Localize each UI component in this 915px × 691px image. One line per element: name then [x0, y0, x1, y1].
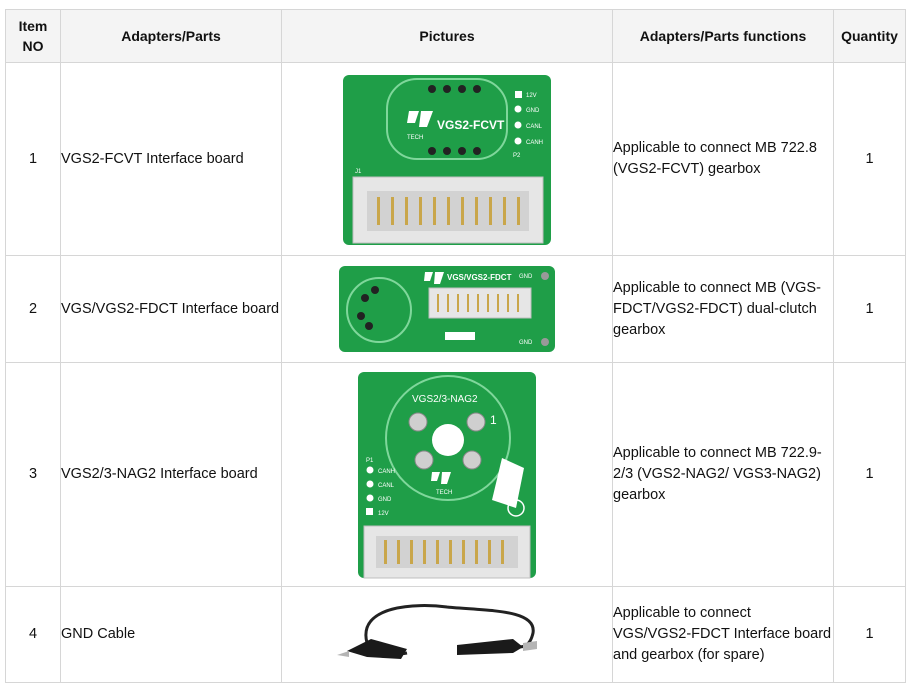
- part-function: Applicable to connect MB (VGS-FDCT/VGS2-…: [612, 255, 834, 363]
- table-row: 3 VGS2/3-NAG2 Interface board VGS2/3-NAG…: [5, 362, 906, 587]
- item-no: 1: [5, 62, 61, 256]
- item-no: 4: [5, 586, 61, 683]
- part-name: VGS2/3-NAG2 Interface board: [60, 362, 282, 587]
- pin-label: CANL: [378, 483, 395, 489]
- part-picture: VGS/VGS2-FDCT GND GND: [281, 255, 613, 363]
- gnd-cable-image: [337, 603, 537, 659]
- vgs2-3-nag2-board-image: VGS2/3-NAG2 1 TECH P1 CANH CANL: [358, 371, 536, 578]
- pin-one-mark: 1: [490, 413, 497, 427]
- pin-label: CANH: [378, 469, 395, 475]
- part-quantity: 1: [833, 362, 906, 587]
- header-quantity: Quantity: [833, 9, 906, 63]
- pin-label: 12V: [378, 511, 389, 517]
- vgs-vgs2-fdct-board-image: VGS/VGS2-FDCT GND GND: [338, 266, 555, 352]
- gnd-label: GND: [519, 274, 533, 280]
- connector-label: J1: [355, 169, 362, 175]
- board-label: VGS2/3-NAG2: [412, 394, 478, 405]
- pin-label: 12V: [526, 93, 537, 99]
- header-row: Item NO Adapters/Parts Pictures Adapters…: [5, 9, 906, 63]
- part-picture: TECH VGS2-FCVT 12V GND CANL CANH P2 J1: [281, 62, 613, 256]
- pin-label: CANH: [526, 140, 543, 146]
- logo-text: TECH: [407, 135, 423, 141]
- part-function: Applicable to connect VGS/VGS2-FDCT Inte…: [612, 586, 834, 683]
- part-name: VGS/VGS2-FDCT Interface board: [60, 255, 282, 363]
- part-picture: VGS2/3-NAG2 1 TECH P1 CANH CANL: [281, 362, 613, 587]
- part-function: Applicable to connect MB 722.8 (VGS2-FCV…: [612, 62, 834, 256]
- connector-label: P1: [366, 458, 374, 464]
- header-pictures: Pictures: [281, 9, 613, 63]
- part-picture: [281, 586, 613, 683]
- part-quantity: 1: [833, 586, 906, 683]
- connector-label: P2: [513, 153, 521, 159]
- pin-label: GND: [526, 108, 540, 114]
- table-row: 4 GND Cable Applicable to connect VGS/VG…: [5, 586, 906, 683]
- header-item-no: Item NO: [5, 9, 61, 63]
- table-row: 1 VGS2-FCVT Interface board TECH VGS2-FC…: [5, 62, 906, 256]
- parts-table: Item NO Adapters/Parts Pictures Adapters…: [5, 9, 906, 683]
- pin-label: GND: [378, 497, 392, 503]
- board-label: VGS2-FCVT: [437, 118, 505, 132]
- vgs2-fcvt-board-image: TECH VGS2-FCVT 12V GND CANL CANH P2 J1: [343, 75, 551, 245]
- header-functions: Adapters/Parts functions: [612, 9, 834, 63]
- part-name: VGS2-FCVT Interface board: [60, 62, 282, 256]
- header-adapters-parts: Adapters/Parts: [60, 9, 282, 63]
- item-no: 3: [5, 362, 61, 587]
- item-no: 2: [5, 255, 61, 363]
- board-label: VGS/VGS2-FDCT: [447, 273, 512, 282]
- pin-label: CANL: [526, 124, 543, 130]
- part-function: Applicable to connect MB 722.9-2/3 (VGS2…: [612, 362, 834, 587]
- part-quantity: 1: [833, 62, 906, 256]
- part-name: GND Cable: [60, 586, 282, 683]
- logo-text: TECH: [436, 490, 452, 496]
- gnd-label: GND: [519, 340, 533, 346]
- part-quantity: 1: [833, 255, 906, 363]
- table-row: 2 VGS/VGS2-FDCT Interface board VGS/VGS2…: [5, 255, 906, 363]
